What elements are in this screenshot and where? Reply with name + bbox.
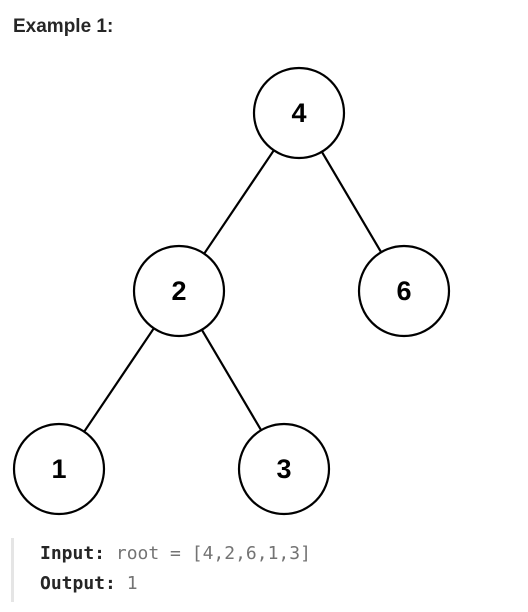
binary-tree-diagram: 4 2 6 1 3 (0, 60, 528, 530)
tree-node-6: 6 (357, 244, 451, 338)
tree-node-label: 6 (396, 276, 411, 306)
tree-node-circle (12, 422, 106, 516)
tree-node-label: 4 (291, 98, 306, 128)
input-line: Input: root = [4,2,6,1,3] (40, 542, 311, 566)
tree-edge-2-3 (200, 329, 263, 431)
example-io-block: Input: root = [4,2,6,1,3] Output: 1 (11, 538, 514, 602)
tree-node-label: 1 (51, 454, 66, 484)
tree-node-circle (252, 66, 346, 160)
tree-node-circle (237, 422, 331, 516)
tree-node-label: 3 (276, 454, 291, 484)
tree-edges (83, 149, 383, 433)
tree-node-2: 2 (132, 244, 226, 338)
tree-edge-4-2 (203, 149, 275, 255)
tree-edge-4-6 (320, 151, 383, 253)
tree-nodes: 4 2 6 1 3 (12, 66, 451, 516)
input-value: root = [4,2,6,1,3] (115, 543, 311, 564)
tree-node-circle (357, 244, 451, 338)
tree-node-circle (132, 244, 226, 338)
output-line: Output: 1 (40, 572, 138, 596)
binary-tree-svg: 4 2 6 1 3 (12, 66, 451, 516)
tree-edge-2-1 (83, 327, 155, 433)
tree-node-3: 3 (237, 422, 331, 516)
example-heading: Example 1: (13, 16, 114, 37)
tree-node-1: 1 (12, 422, 106, 516)
tree-node-label: 2 (171, 276, 186, 306)
tree-node-4: 4 (252, 66, 346, 160)
output-value: 1 (126, 573, 138, 594)
output-label: Output: (40, 573, 116, 594)
input-label: Input: (40, 543, 106, 564)
